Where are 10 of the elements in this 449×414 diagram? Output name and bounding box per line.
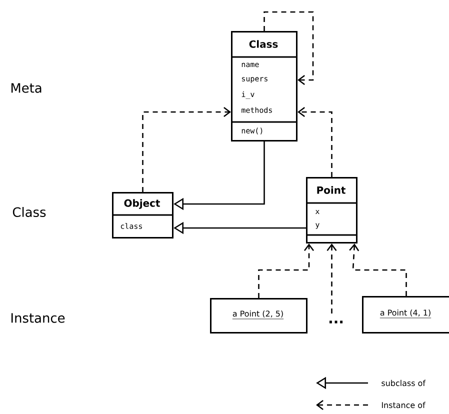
level-label: Meta — [11, 83, 42, 93]
arrow — [258, 244, 314, 298]
arrow — [264, 11, 314, 86]
arrow — [142, 106, 231, 192]
ellipsis: ... — [329, 320, 343, 324]
level-label: Instance — [11, 313, 65, 323]
arrow — [349, 244, 407, 296]
level-label: Class — [12, 207, 46, 218]
arrow — [298, 106, 332, 177]
arrow — [326, 244, 337, 314]
